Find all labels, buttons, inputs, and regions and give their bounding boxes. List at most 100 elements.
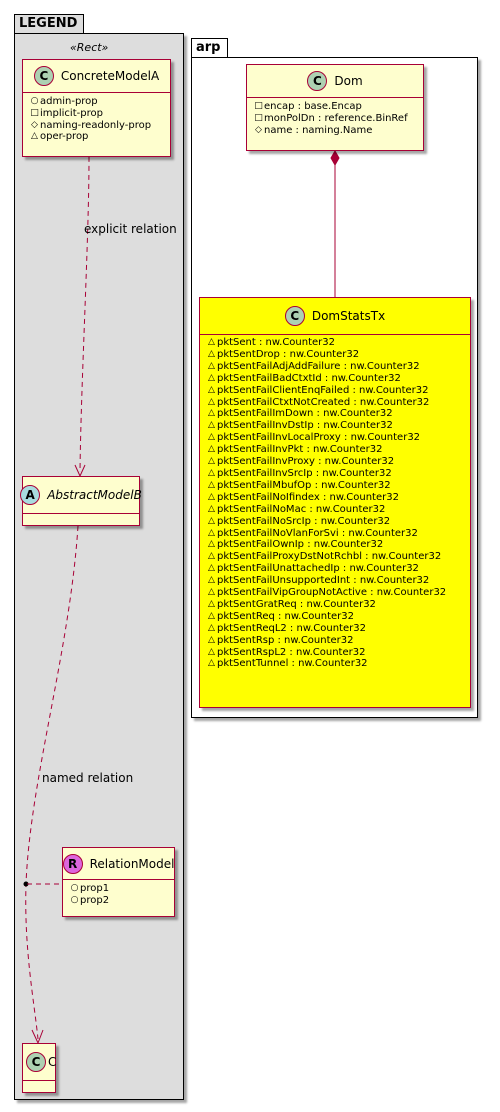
attribute-text: oper-prop [40,131,89,143]
class-header: A AbstractModelB [20,477,142,514]
package-visibility-icon: △ [208,563,215,574]
attribute-text: pktSentFailMbufOp : nw.Counter32 [217,479,391,491]
attribute-text: naming-readonly-prop [40,119,152,131]
attribute-row: ○ prop2 [69,895,170,907]
package-visibility-icon: △ [208,396,215,407]
legend-package-tab: LEGEND [14,14,84,34]
attribute-row: △pktSentRsp : nw.Counter32 [206,635,466,647]
package-visibility-icon: △ [208,527,215,538]
attribute-text: prop2 [80,894,110,906]
concrete-model-a-class[interactable]: C ConcreteModelA ○ admin-prop □ implicit… [22,59,171,157]
class-header: C Dom [247,65,423,98]
dom-class[interactable]: C Dom □ encap : base.Encap □ monPolDn : … [246,64,424,151]
attribute-text: pktSentFailAdjAddFailure : nw.Counter32 [217,360,420,372]
attribute-row: □ implicit-prop [29,108,166,120]
private-visibility-icon: □ [254,112,263,123]
attribute-row: △pktSentFailInvDstIp : nw.Counter32 [206,420,466,432]
package-visibility-icon: △ [208,503,215,514]
attribute-text: pktSentDrop : nw.Counter32 [217,348,360,360]
attribute-text: pktSentTunnel : nw.Counter32 [217,658,368,670]
public-visibility-icon: ○ [30,96,39,106]
explicit-relation-line [79,156,90,473]
legend-package-name: LEGEND [19,16,78,31]
private-visibility-icon: □ [254,101,263,111]
abstract-circle-icon: A [20,485,41,505]
package-visibility-icon: △ [208,515,215,526]
package-visibility-icon: △ [208,337,215,347]
attribute-text: pktSentFailInvPkt : nw.Counter32 [217,444,383,456]
attribute-text: encap : base.Encap [264,101,362,112]
attribute-row: △pktSentFailInvProxy : nw.Counter32 [206,456,466,468]
package-visibility-icon: △ [208,610,215,621]
c-class[interactable]: C C [22,1043,56,1093]
attribute-row: △pktSentFailClientEnqFailed : nw.Counter… [206,385,466,397]
class-header: C DomStatsTx [200,298,470,335]
attribute-row: △pktSentGratReq : nw.Counter32 [206,599,466,611]
class-header: C C [23,1044,57,1081]
attribute-row: △pktSentFailNoMac : nw.Counter32 [206,504,466,516]
attribute-row: △ oper-prop [29,131,166,143]
package-visibility-icon: △ [208,384,215,395]
attribute-row: △pktSentFailProxyDstNotRchbl : nw.Counte… [206,551,466,563]
class-circle-icon: C [26,1052,46,1072]
attribute-text: monPolDn : reference.BinRef [264,112,408,124]
attribute-row: △pktSentFailInvSrcIp : nw.Counter32 [206,468,466,480]
public-visibility-icon: ○ [70,883,79,893]
attribute-text: pktSentFailUnattachedIp : nw.Counter32 [217,563,419,575]
class-name: ConcreteModelA [60,69,160,83]
private-visibility-icon: □ [30,107,39,118]
arp-package-tab: arp [191,38,228,58]
class-circle-icon: C [33,66,54,86]
attribute-row: △pktSentReq : nw.Counter32 [206,611,466,623]
package-visibility-icon: △ [208,408,215,419]
package-visibility-icon: △ [208,420,215,431]
class-header: R RelationModel [62,848,174,880]
public-visibility-icon: ○ [70,894,79,905]
attribute-text: name : naming.Name [264,124,373,136]
relation-model-class[interactable]: R RelationModel ○ prop1 ○ prop2 [62,847,175,917]
attribute-row: △pktSentFailUnattachedIp : nw.Counter32 [206,563,466,575]
attribute-row: △pktSentFailCtxtNotCreated : nw.Counter3… [206,397,466,409]
package-visibility-icon: △ [208,360,215,371]
attribute-row: △pktSentRspL2 : nw.Counter32 [206,647,466,659]
package-visibility-icon: △ [208,658,215,669]
attribute-text: pktSentFailNoVlanForSvi : nw.Counter32 [217,527,418,539]
attribute-list: △pktSent : nw.Counter32△pktSentDrop : nw… [200,335,470,670]
legend-package [14,33,184,1100]
package-visibility-icon: △ [208,551,215,562]
package-visibility-icon: △ [208,372,215,383]
protected-visibility-icon: ◇ [255,124,262,135]
package-visibility-icon: △ [208,634,215,645]
package-visibility-icon: △ [208,467,215,478]
attribute-text: pktSentFailNoMac : nw.Counter32 [217,503,386,515]
attribute-row: △pktSentFailUnsupportedInt : nw.Counter3… [206,575,466,587]
package-visibility-icon: △ [208,622,215,633]
attribute-row: △pktSentReqL2 : nw.Counter32 [206,623,466,635]
class-header: C ConcreteModelA [23,60,170,93]
package-visibility-icon: △ [208,598,215,609]
abstract-model-b-class[interactable]: A AbstractModelB [20,476,142,526]
attribute-row: △pktSent : nw.Counter32 [206,337,466,349]
attribute-text: pktSentFailProxyDstNotRchbl : nw.Counter… [217,551,442,563]
attribute-text: admin-prop [40,96,98,107]
attribute-text: pktSentFailVipGroupNotActive : nw.Counte… [217,587,447,599]
class-name: DomStatsTx [311,309,386,323]
attribute-row: □ monPolDn : reference.BinRef [253,113,419,125]
package-visibility-icon: △ [208,491,215,502]
attribute-row: △pktSentFailAdjAddFailure : nw.Counter32 [206,361,466,373]
dom-stats-tx-class[interactable]: C DomStatsTx △pktSent : nw.Counter32△pkt… [199,297,471,708]
attribute-list: ○ prop1 ○ prop2 [63,880,174,907]
attribute-text: pktSentFailInvDstIp : nw.Counter32 [217,420,393,432]
attribute-text: prop1 [80,883,110,894]
class-name: AbstractModelB [47,488,142,502]
class-name: C [48,1055,57,1069]
attribute-list: □ encap : base.Encap □ monPolDn : refere… [247,98,423,136]
attribute-row: ○ admin-prop [29,96,166,108]
package-visibility-icon: △ [208,432,215,443]
package-visibility-icon: △ [208,479,215,490]
attribute-text: pktSentFailUnsupportedInt : nw.Counter32 [217,575,430,587]
attribute-row: △pktSentDrop : nw.Counter32 [206,349,466,361]
attribute-text: pktSentFailNoIfindex : nw.Counter32 [217,491,399,503]
attribute-text: pktSentRspL2 : nw.Counter32 [217,646,366,658]
package-visibility-icon: △ [208,456,215,467]
